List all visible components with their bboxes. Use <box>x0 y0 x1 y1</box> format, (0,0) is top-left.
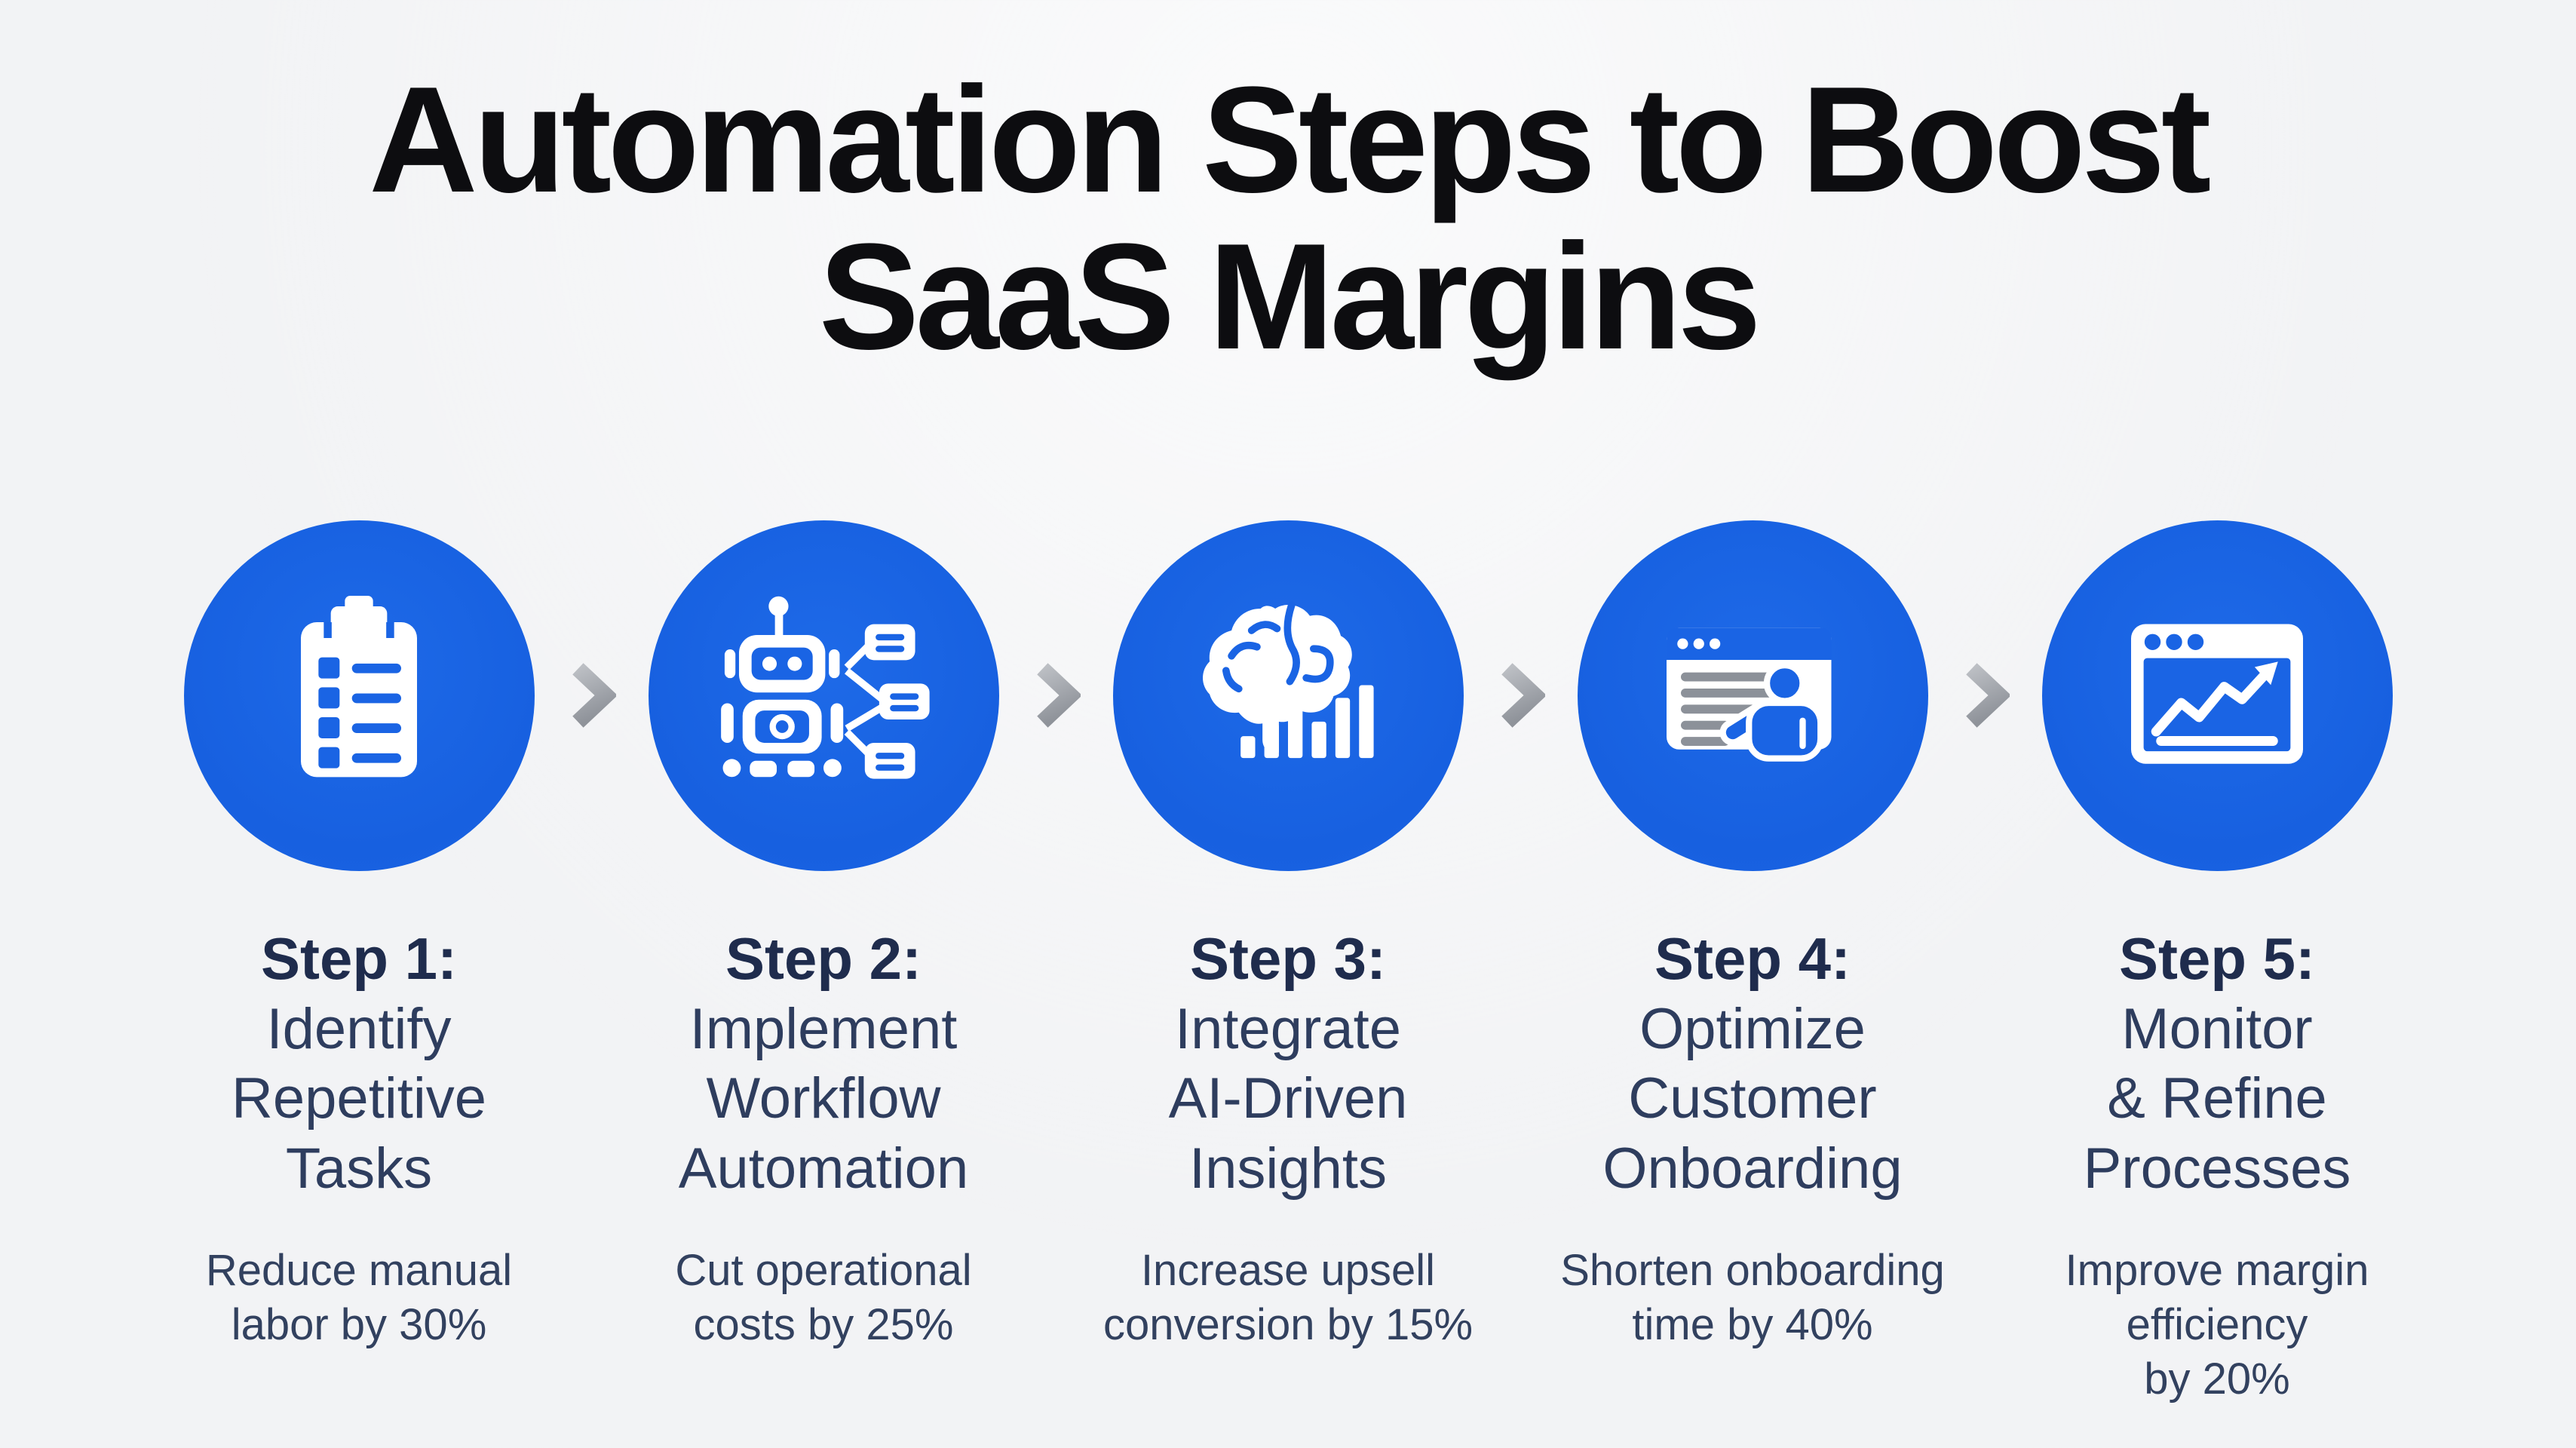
step-3-label: Step 3: <box>1189 925 1387 992</box>
step-column-1: Step 1: Identify Repetitive Tasks Reduce… <box>127 520 591 1406</box>
step-2-title: Implement Workflow Automation <box>678 996 969 1201</box>
chevron-right-icon <box>1501 663 1545 728</box>
step-1-label: Step 1: <box>260 925 458 992</box>
step-2-label: Step 2: <box>725 925 922 992</box>
growth-chart-window-icon <box>2131 624 2303 764</box>
robot-workflow-icon <box>721 596 930 779</box>
brain-analytics-icon <box>1203 600 1374 758</box>
step-4-title: Optimize Customer Onboarding <box>1602 996 1903 1201</box>
step-2-description: Cut operational costs by 25% <box>675 1245 972 1349</box>
step-1-description: Reduce manual labor by 30% <box>205 1245 513 1349</box>
step-4-description: Shorten onboarding time by 40% <box>1560 1245 1945 1349</box>
step-3-description: Increase upsell conversion by 15% <box>1102 1245 1474 1349</box>
step-column-3: Step 3: Integrate AI-Driven Insights Inc… <box>1056 520 1520 1406</box>
step-3-title: Integrate AI-Driven Insights <box>1168 996 1408 1201</box>
step-4-circle <box>1577 520 1928 871</box>
step-column-2: Step 2: Implement Workflow Automation Cu… <box>591 520 1056 1406</box>
step-column-5: Step 5: Monitor & Refine Processes Impro… <box>1985 520 2449 1406</box>
step-5-circle <box>2041 520 2393 871</box>
step-5-label: Step 5: <box>2118 925 2316 992</box>
page-title: Automation Steps to Boost SaaS Margins <box>369 56 2211 381</box>
step-3-circle <box>1112 520 1464 871</box>
step-1-title: Identify Repetitive Tasks <box>232 996 486 1201</box>
onboarding-screen-icon <box>1667 627 1832 762</box>
step-4-label: Step 4: <box>1654 925 1851 992</box>
step-column-4: Step 4: Optimize Customer Onboarding Sho… <box>1520 520 1985 1406</box>
steps-row: Step 1: Identify Repetitive Tasks Reduce… <box>127 520 2449 1406</box>
chevron-right-icon <box>572 663 616 728</box>
step-5-description: Improve margin efficiency by 20% <box>2065 1245 2369 1404</box>
chevron-right-icon <box>1037 663 1081 728</box>
clipboard-checklist-icon <box>301 595 417 777</box>
step-2-circle <box>648 520 999 871</box>
step-5-title: Monitor & Refine Processes <box>2083 996 2351 1201</box>
step-1-circle <box>183 520 535 871</box>
chevron-right-icon <box>1966 663 2010 728</box>
